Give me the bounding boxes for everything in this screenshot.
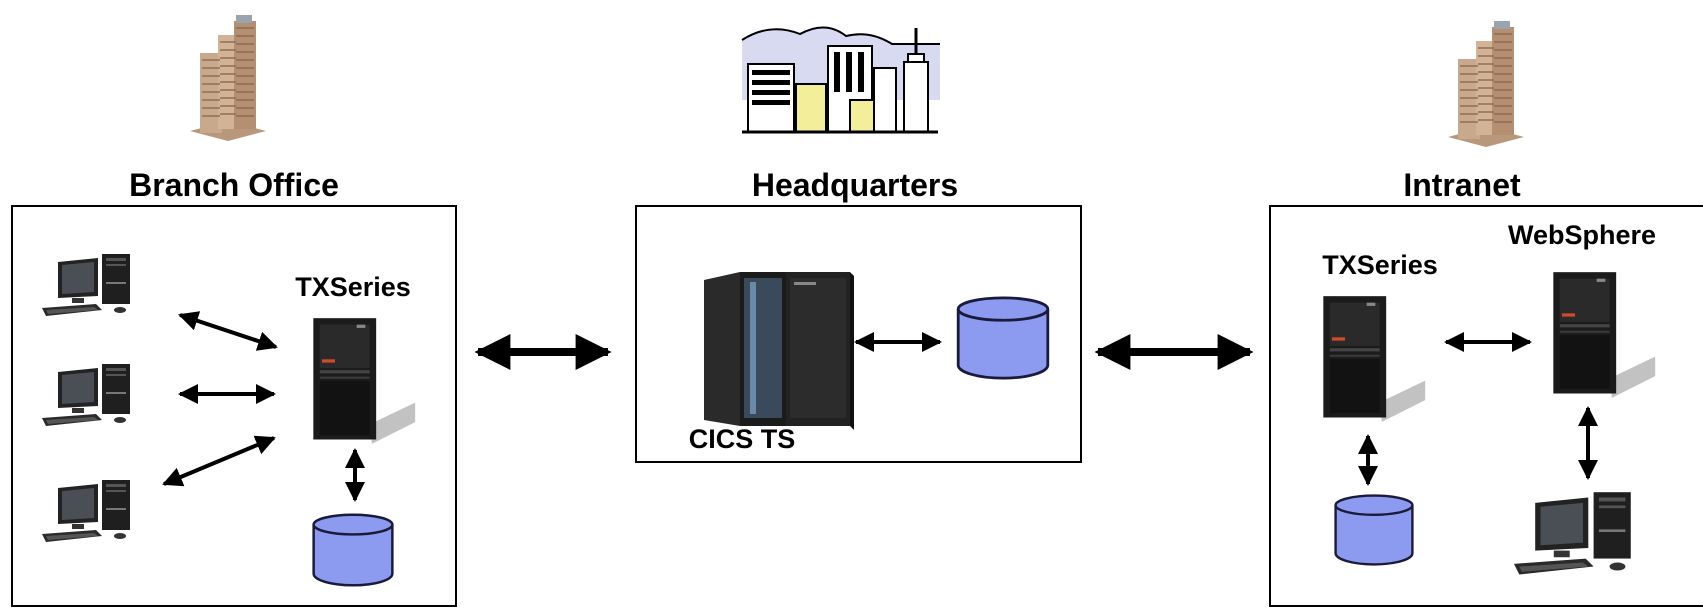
headquarters-box xyxy=(635,205,1082,463)
branch-workstation-2-icon xyxy=(42,364,130,426)
branch-workstation-3-icon xyxy=(42,480,130,542)
intranet-workstation-icon xyxy=(1513,492,1631,575)
headquarters-title: Headquarters xyxy=(752,167,958,203)
websphere-label: WebSphere xyxy=(1508,220,1656,250)
city-skyline-icon xyxy=(741,26,940,134)
intranet-title: Intranet xyxy=(1403,167,1521,203)
intranet-txseries-label: TXSeries xyxy=(1322,250,1438,280)
intranet-database-icon xyxy=(1334,494,1414,566)
branch-link-arrow-1 xyxy=(178,311,278,351)
branch-workstation-1-icon xyxy=(42,254,130,316)
cics-ts-label: CICS TS xyxy=(689,424,796,454)
branch-txseries-server-icon xyxy=(313,318,416,444)
branch-link-arrow-3 xyxy=(162,435,276,487)
intranet-building-icon xyxy=(1448,21,1524,147)
mainframe-icon xyxy=(704,272,854,430)
websphere-server-icon xyxy=(1553,272,1656,398)
intranet-txseries-server-icon xyxy=(1323,296,1426,422)
branch-office-title: Branch Office xyxy=(129,167,339,203)
headquarters-database-icon xyxy=(956,296,1050,380)
intranet-box xyxy=(1269,205,1703,607)
branch-office-box xyxy=(11,205,457,607)
branch-txseries-label: TXSeries xyxy=(295,272,411,302)
branch-database-icon xyxy=(312,513,394,587)
branch-building-icon xyxy=(190,15,266,141)
